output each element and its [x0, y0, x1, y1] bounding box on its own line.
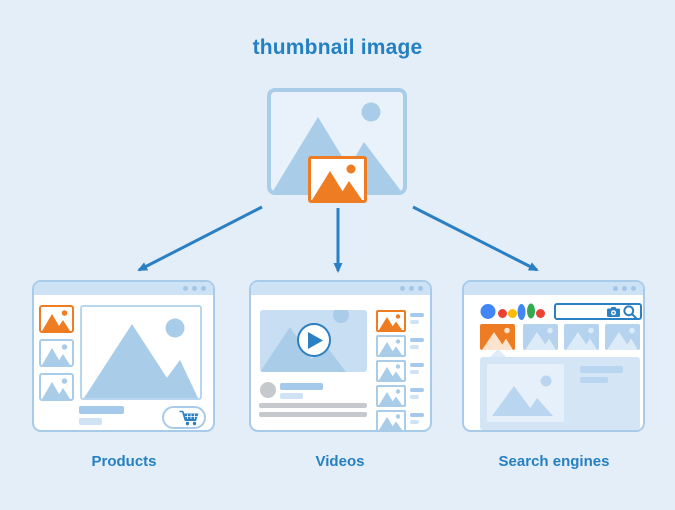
window-dot	[409, 286, 414, 291]
text-line	[410, 370, 419, 374]
window-controls	[400, 286, 423, 291]
text-line	[410, 338, 424, 342]
text-line	[410, 320, 419, 324]
window-controls	[183, 286, 206, 291]
videos-window	[249, 280, 432, 432]
window-dot	[613, 286, 618, 291]
thumbnail-image-icon	[308, 156, 367, 203]
arrow-to-search-engines	[412, 205, 539, 272]
window-dot	[183, 286, 188, 291]
text-line	[410, 313, 424, 317]
mountain-sun-icon	[492, 375, 553, 416]
text-line	[79, 406, 124, 414]
mountain-sun-icon	[42, 378, 70, 399]
product-thumbnail	[39, 373, 74, 401]
search-icon	[623, 304, 637, 319]
mountain-sun-icon	[379, 389, 402, 405]
search-result-thumbnail	[605, 324, 640, 350]
search-engine-logo-icon	[480, 303, 545, 320]
search-result-thumbnail-selected	[480, 324, 515, 350]
text-line	[410, 395, 419, 399]
mountain-sun-icon	[379, 314, 402, 330]
text-line	[259, 403, 367, 408]
mountain-sun-icon	[260, 310, 349, 372]
products-window	[32, 280, 215, 432]
text-line	[580, 366, 623, 373]
channel-avatar	[260, 382, 276, 398]
window-dot	[192, 286, 197, 291]
text-line	[410, 420, 419, 424]
video-thumbnail-selected	[376, 310, 406, 332]
search-result-thumbnail	[564, 324, 599, 350]
mountain-sun-icon	[379, 339, 402, 355]
image-preview-panel	[480, 357, 640, 430]
text-line	[280, 383, 323, 390]
mountain-sun-icon	[42, 310, 70, 331]
window-titlebar	[34, 282, 213, 295]
mountain-sun-icon	[607, 327, 638, 350]
products-label: Products	[91, 453, 157, 470]
video-thumbnail	[376, 385, 406, 407]
video-player	[260, 310, 367, 372]
preview-image	[487, 364, 564, 422]
text-line	[79, 418, 102, 425]
cart-icon	[179, 410, 199, 426]
search-engines-label: Search engines	[498, 453, 610, 470]
add-to-cart-button	[162, 406, 206, 429]
play-icon	[308, 331, 323, 349]
product-main-image	[80, 305, 202, 400]
product-thumbnail	[39, 339, 74, 367]
mountain-sun-icon	[312, 164, 362, 200]
camera-icon	[607, 306, 620, 317]
window-dot	[622, 286, 627, 291]
play-button	[297, 323, 331, 357]
video-thumbnail	[376, 360, 406, 382]
window-dot	[418, 286, 423, 291]
text-line	[259, 412, 367, 417]
text-line	[410, 363, 424, 367]
videos-label: Videos	[315, 453, 365, 470]
mountain-sun-icon	[566, 327, 597, 350]
search-engines-window	[462, 280, 645, 432]
preview-pointer	[490, 349, 506, 357]
window-titlebar	[251, 282, 430, 295]
text-line	[580, 377, 608, 383]
window-controls	[613, 286, 636, 291]
mountain-sun-icon	[379, 364, 402, 380]
mountain-sun-icon	[525, 327, 556, 350]
image-search-input	[554, 303, 642, 320]
mountain-sun-icon	[84, 318, 198, 398]
text-line	[410, 413, 424, 417]
video-thumbnail	[376, 410, 406, 430]
search-result-thumbnail	[523, 324, 558, 350]
mountain-sun-icon	[42, 344, 70, 365]
window-titlebar	[464, 282, 643, 295]
window-dot	[400, 286, 405, 291]
text-line	[410, 345, 419, 349]
window-dot	[201, 286, 206, 291]
mountain-sun-icon	[379, 414, 402, 430]
arrow-to-products	[137, 205, 263, 272]
mountain-sun-icon	[482, 327, 513, 350]
text-line	[410, 388, 424, 392]
product-thumbnail-selected	[39, 305, 74, 333]
text-line	[280, 393, 303, 399]
video-thumbnail	[376, 335, 406, 357]
diagram-title: thumbnail image	[252, 36, 423, 59]
window-dot	[631, 286, 636, 291]
